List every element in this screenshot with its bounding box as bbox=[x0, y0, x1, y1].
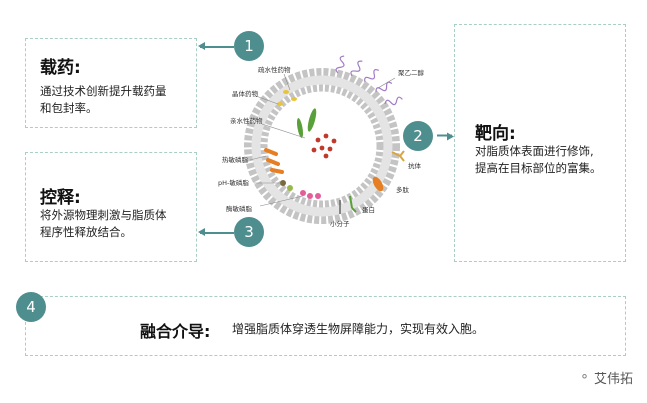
wechat-icon: ⚬ bbox=[579, 370, 590, 385]
step-number-1: 1 bbox=[234, 31, 264, 61]
release-box: 控释: 将外源物理刺激与脂质体 程序性释放结合。 bbox=[25, 152, 197, 262]
targeting-box: 靶向: 对脂质体表面进行修饰, 提高在目标部位的富集。 bbox=[454, 24, 626, 262]
loading-box: 载药: 通过技术创新提升载药量 和包封率。 bbox=[25, 38, 197, 128]
label-antibody: 抗体 bbox=[408, 161, 422, 170]
label-hydrophobic-drug: 疏水性药物 bbox=[258, 65, 291, 74]
watermark: ⚬ 艾伟拓 bbox=[579, 368, 633, 387]
loading-text-line-1: 通过技术创新提升载药量 bbox=[40, 84, 167, 98]
enzyme-lipid-marks bbox=[300, 190, 321, 199]
antibody-icon bbox=[391, 150, 405, 162]
crystal-drug-marks bbox=[296, 108, 317, 138]
step-number-3: 3 bbox=[234, 217, 264, 247]
label-ph-lipid: pH-敏磷脂 bbox=[218, 178, 249, 187]
fusion-box: 融合介导: 增强脂质体穿透生物屏障能力，实现有效入胞。 bbox=[25, 296, 626, 356]
hydrophobic-drug-marks bbox=[277, 90, 297, 106]
bilayer-tails bbox=[251, 75, 393, 217]
label-peptide: 多肽 bbox=[396, 185, 410, 194]
release-title: 控释: bbox=[40, 188, 81, 208]
ph-lipid-marks bbox=[280, 180, 293, 191]
peptide-icon bbox=[372, 176, 384, 192]
targeting-text-line-2: 提高在目标部位的富集。 bbox=[475, 161, 602, 175]
arrow-3 bbox=[198, 229, 234, 235]
arrow-2 bbox=[437, 135, 452, 137]
label-peg: 聚乙二醇 bbox=[398, 68, 425, 77]
fusion-title: 融合介导: bbox=[140, 322, 211, 341]
label-protein: 蛋白 bbox=[362, 205, 375, 214]
protein-icon bbox=[349, 195, 357, 213]
hydrophilic-drug-dots bbox=[311, 133, 337, 159]
inner-bilayer-heads bbox=[260, 84, 384, 208]
label-enzyme-lipid: 酶敏磷脂 bbox=[226, 204, 253, 213]
label-small-molecule: 小分子 bbox=[330, 219, 350, 228]
release-text-line-1: 将外源物理刺激与脂质体 bbox=[40, 208, 167, 222]
fusion-text: 增强脂质体穿透生物屏障能力，实现有效入胞。 bbox=[232, 322, 485, 336]
label-crystal-drug: 晶体药物 bbox=[232, 89, 259, 98]
targeting-title: 靶向: bbox=[475, 124, 516, 144]
targeting-text-line-1: 对脂质体表面进行修饰, bbox=[475, 144, 594, 158]
arrow-1 bbox=[198, 43, 234, 49]
targeting-ligands bbox=[339, 150, 405, 214]
outer-bilayer-heads bbox=[244, 68, 400, 224]
label-hydrophilic-drug: 亲水性药物 bbox=[230, 116, 263, 125]
step-number-2: 2 bbox=[403, 121, 433, 151]
release-text-line-2: 程序性释放结合。 bbox=[40, 225, 132, 239]
loading-title: 载药: bbox=[40, 58, 81, 78]
label-thermo-lipid: 热敏磷脂 bbox=[222, 155, 249, 164]
step-number-4: 4 bbox=[16, 292, 46, 322]
thermo-lipid-marks bbox=[264, 148, 284, 174]
watermark-text: 艾伟拓 bbox=[593, 372, 633, 387]
loading-text-line-2: 和包封率。 bbox=[40, 101, 98, 115]
